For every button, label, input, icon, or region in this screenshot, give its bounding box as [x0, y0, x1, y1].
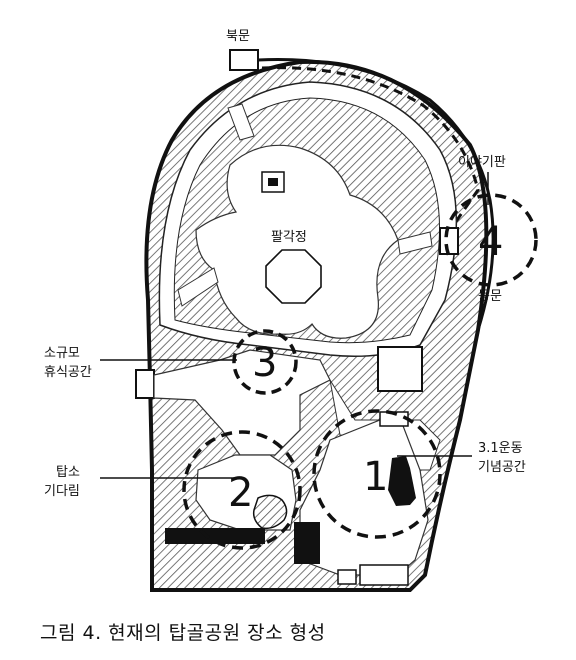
east-building [377, 346, 423, 392]
memorial-monument [388, 456, 416, 506]
path-east [397, 231, 433, 255]
black-building-long [165, 528, 265, 544]
pagoda-pond [252, 494, 288, 530]
zone-2-number: 2 [228, 470, 253, 516]
label-memorial-2: 기념공간 [478, 460, 526, 475]
zone-3-circle [232, 329, 298, 395]
label-story-board: 이야기판 [458, 155, 506, 170]
label-small-rest-2: 휴식공간 [44, 365, 92, 380]
label-small-rest-1: 소규모 [44, 346, 80, 361]
label-memorial-1: 3.1운동 [478, 441, 523, 456]
outer-road [257, 58, 495, 331]
zone-3-number: 3 [252, 340, 277, 386]
zone-2-circle [182, 430, 302, 550]
label-pagoda-2: 기다림 [44, 484, 80, 499]
west-entrance [135, 369, 155, 399]
label-pagoda-1: 탑소 [56, 465, 80, 480]
lower-paths [153, 349, 331, 456]
zone-1-circle [312, 409, 442, 539]
label-north-gate: 북문 [226, 29, 250, 44]
label-east-gate: 동문 [478, 289, 502, 304]
path-north [227, 103, 255, 141]
north-gate [229, 49, 259, 71]
black-building-block [294, 522, 320, 564]
octagonal-pavilion [265, 249, 322, 304]
zone-1-number: 1 [363, 454, 388, 500]
central-plaza [195, 144, 399, 339]
label-pavilion: 팔각정 [271, 230, 307, 245]
figure-caption: 그림 4. 현재의 탑골공원 장소 형성 [40, 622, 326, 644]
south-building-2 [359, 564, 409, 586]
path-west [177, 267, 219, 307]
south-building-1 [337, 569, 357, 585]
outer-road-dashed [261, 66, 480, 231]
east-gate [439, 227, 459, 255]
zone-4-circle [444, 193, 538, 287]
zone-4-number: 4 [478, 219, 503, 265]
